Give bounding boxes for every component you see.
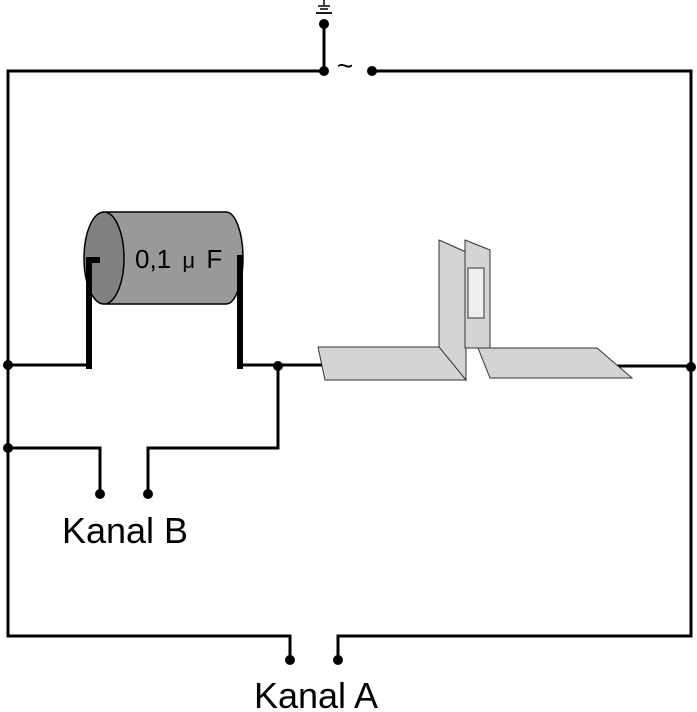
left-plate-wall <box>438 239 467 382</box>
junction-left-lower <box>3 443 13 453</box>
ac-source-symbol: ~ <box>337 50 353 81</box>
kanal-b-terminal-right <box>143 489 153 499</box>
capacitor-unit: F <box>206 244 222 274</box>
capacitor-mu: μ <box>182 248 195 273</box>
kanal-b-wire-right <box>146 363 280 496</box>
junction-right-mid <box>686 362 696 372</box>
kanal-b-terminal-left <box>95 489 105 499</box>
junction-center-mid <box>273 361 283 371</box>
kanal-a-terminal-left <box>285 655 295 665</box>
outer-wire-top-right <box>336 69 693 662</box>
capacitor-end-cap <box>83 211 125 305</box>
outer-wire-top-left <box>6 69 326 662</box>
ground-symbol <box>316 0 332 14</box>
kanal-b-label: Kanal B <box>62 510 188 551</box>
capacitor-value: 0,1 <box>135 244 171 274</box>
capacitor: 0,1 μ F <box>83 211 244 369</box>
right-plate-window <box>467 267 485 319</box>
parallel-plates <box>317 239 634 382</box>
kanal-a-terminal-right <box>333 655 343 665</box>
capacitor-lead-left <box>86 257 100 369</box>
capacitor-value-label: 0,1 μ F <box>135 244 222 274</box>
kanal-b-wire-left <box>6 446 102 496</box>
kanal-a-label: Kanal A <box>254 675 378 712</box>
junction-left-mid <box>3 360 13 370</box>
right-plate-base <box>477 347 634 379</box>
